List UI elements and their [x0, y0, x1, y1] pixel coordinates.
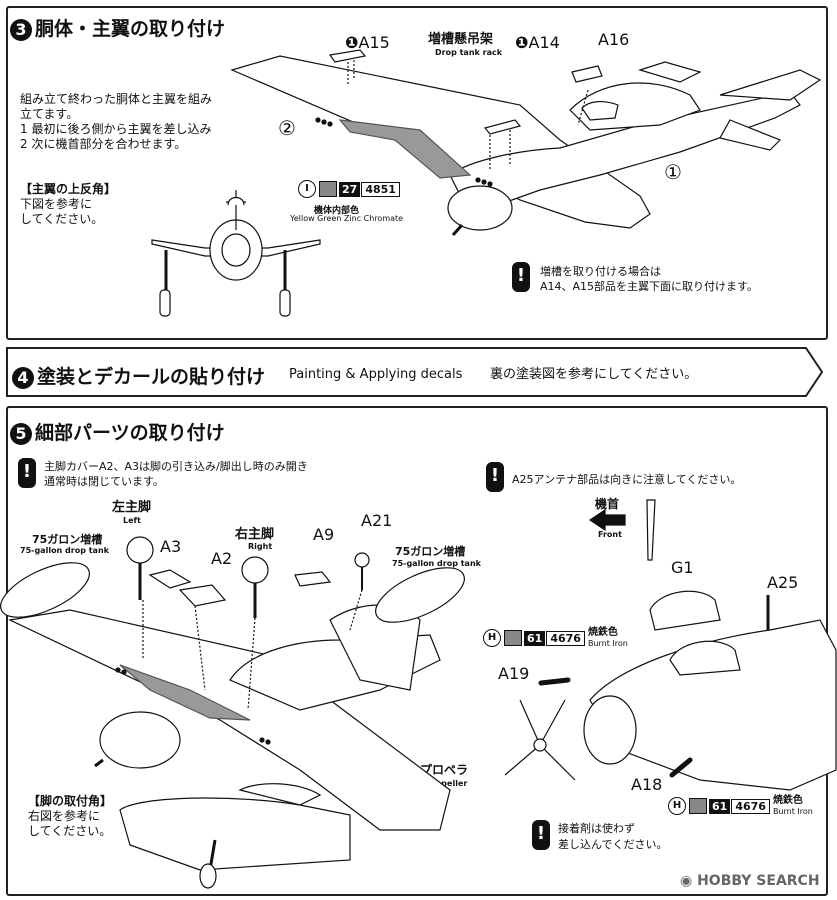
tank-left-en: 75-gallon drop tank [20, 546, 109, 555]
part-a14-label: ❶A14 [515, 33, 560, 52]
color-letter: H [668, 797, 686, 815]
part-a18-label: A18 [631, 775, 663, 794]
left-gear-en: Left [123, 516, 141, 525]
gear-angle-desc-1: 右図を参考に [28, 809, 101, 823]
color-swatch [689, 798, 707, 814]
step3-note-2: A14、A15部品を主翼下面に取り付けます。 [540, 280, 758, 293]
dihedral-desc-1: 下図を参考に [20, 197, 93, 211]
dihedral-title: 【主翼の上反角】 [20, 182, 117, 196]
tank-left-jp: 75ガロン増槽 [32, 533, 103, 546]
part-a21-label: A21 [361, 511, 393, 530]
step3-note-1: 増槽を取り付ける場合は [540, 265, 661, 278]
step3-warning-icon: ! [512, 262, 530, 292]
color-number: 61 [709, 798, 731, 814]
step3-desc-3: 1 最初に後ろ側から主翼を差し込み [20, 122, 212, 136]
part-a19-label: A19 [498, 664, 530, 683]
part-a16-label: A16 [598, 30, 630, 49]
color-number: 61 [524, 630, 546, 646]
glue-note-1: 接着剤は使わず [558, 822, 635, 835]
gear-angle-desc-2: してください。 [28, 824, 112, 838]
step3-number: 3 [10, 19, 32, 41]
propeller-jp: プロペラ [420, 763, 469, 777]
circled-1: ① [664, 160, 682, 184]
left-gear-jp: 左主脚 [112, 500, 152, 515]
watermark-icon: ◉ [680, 873, 693, 889]
step5-note1-1: 主脚カバーA2、A3は脚の引き込み/脚出し時のみ開き [44, 460, 308, 473]
step4-number: 4 [12, 367, 34, 389]
part-a2-label: A2 [211, 549, 233, 568]
watermark: ◉ HOBBY SEARCH [680, 874, 820, 889]
circled-2: ② [278, 116, 296, 140]
step5-title-text: 細部パーツの取り付け [35, 422, 225, 444]
step3-desc-4: 2 次に機首部分を合わせます。 [20, 137, 187, 151]
rack-label-jp: 増槽懸吊架 [428, 32, 494, 47]
color-code: 4676 [731, 798, 770, 814]
right-gear-en: Right [248, 542, 273, 551]
step4-jp: 裏の塗装図を参考にしてください。 [490, 367, 698, 382]
color-letter: I [298, 180, 316, 198]
rack-label-en: Drop tank rack [435, 48, 503, 57]
gear-angle-title: 【脚の取付角】 [28, 794, 113, 808]
glue-note-2: 差し込んでください。 [558, 838, 668, 851]
front-en: Front [598, 530, 622, 539]
tank-right-jp: 75ガロン増槽 [395, 545, 466, 558]
step5-aircraft-underside-illustration [0, 536, 465, 831]
step5-warning-icon-1: ! [18, 458, 36, 488]
step3-desc-1: 組み立て終わった胴体と主翼を組み [20, 92, 213, 106]
step5-warning-icon-2: ! [486, 462, 504, 492]
color-number: 27 [339, 181, 361, 197]
step3-color-en: Yellow Green Zinc Chromate [290, 214, 404, 223]
dihedral-desc-2: してください。 [20, 212, 104, 226]
step5-note2: A25アンテナ部品は向きに注意してください。 [512, 473, 742, 486]
watermark-text: HOBBY SEARCH [697, 873, 820, 889]
step5-warning-icon-3: ! [532, 820, 550, 850]
front-jp: 機首 [595, 497, 620, 511]
step3-desc-2: 立てます。 [20, 107, 79, 121]
step3-front-view-illustration [151, 190, 321, 317]
step4-title-text: 塗装とデカールの貼り付け [37, 366, 266, 388]
step3-panel [6, 6, 828, 340]
color-swatch [504, 630, 522, 646]
tank-right-en: 75-gallon drop tank [392, 559, 481, 568]
color-code: 4851 [361, 181, 400, 197]
part-a3-label: A3 [160, 537, 182, 556]
color-letter: H [483, 629, 501, 647]
part-a25-label: A25 [767, 573, 799, 592]
right-gear-jp: 右主脚 [235, 527, 275, 542]
step3-aircraft-illustration [230, 49, 822, 237]
step4-banner [6, 347, 824, 397]
part-a9-label: A9 [313, 525, 335, 544]
part-a15-label: ❶A15 [345, 33, 390, 52]
step5-nose-illustration [502, 499, 837, 791]
step5-number: 5 [10, 423, 32, 445]
propeller-en: Propeller [426, 779, 468, 788]
step3-title-text: 胴体・主翼の取り付け [35, 18, 226, 40]
color-swatch [319, 181, 337, 197]
step4-en: Painting & Applying decals [289, 367, 463, 382]
color-code: 4676 [546, 630, 585, 646]
step5-note1-2: 通常時は閉じています。 [44, 475, 164, 488]
step3-color-jp: 機体内部色 [314, 206, 360, 216]
gear-angle-side-view-illustration [119, 783, 351, 889]
step3-color-callout: I 27 4851 [298, 180, 400, 198]
part-g1-label: G1 [671, 558, 694, 577]
